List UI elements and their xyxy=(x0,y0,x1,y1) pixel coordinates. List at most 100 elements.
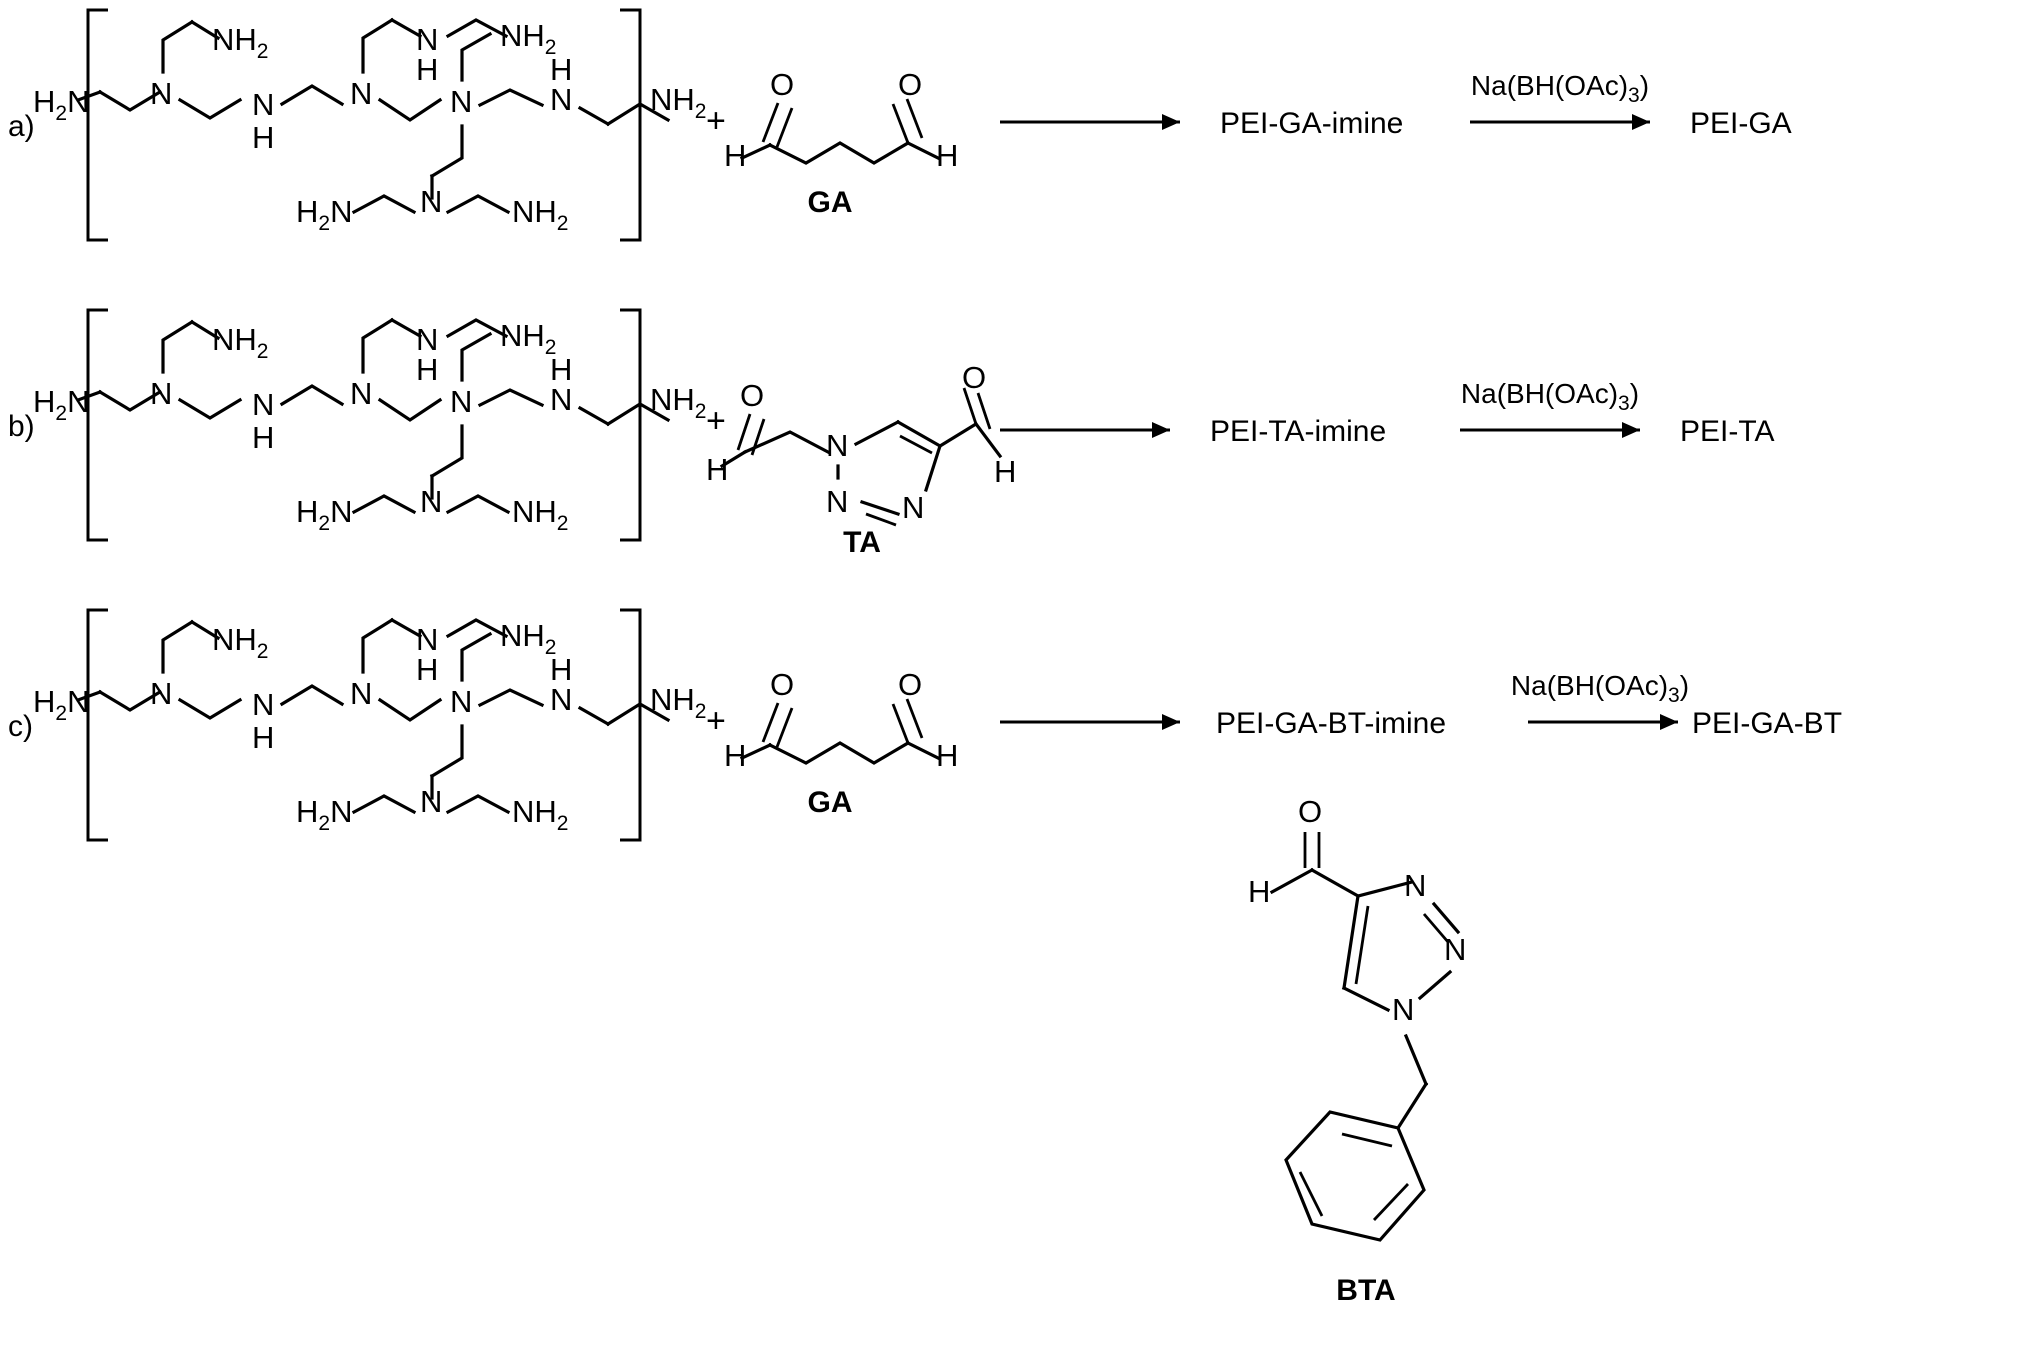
label-ga-c: GA xyxy=(808,786,853,819)
atom-h2n-left-b: H2N xyxy=(33,384,89,425)
atom-nh2-bottom-b: NH2 xyxy=(512,494,568,535)
bond-n3-up xyxy=(460,31,493,82)
bond-ga-chain xyxy=(767,140,911,165)
bracket-left-c xyxy=(86,608,108,842)
atom-h-ga-right: H xyxy=(936,138,958,173)
atom-nh-2-c: N xyxy=(416,622,438,657)
atom-n-1: N xyxy=(150,76,172,111)
ring-benzene-bta xyxy=(1284,1110,1426,1242)
bracket-left-b xyxy=(86,308,108,542)
bond-bta-n2-n1 xyxy=(1417,969,1453,1001)
panel-a-label: a) xyxy=(8,110,35,143)
arrow-2-head-a xyxy=(1632,114,1650,130)
atom-n-2-c: N xyxy=(350,676,372,711)
atom-nh2-bottom-c: NH2 xyxy=(512,794,568,835)
atom-o-ga-left-c: O xyxy=(770,667,794,702)
atom-nh2-1: NH2 xyxy=(212,22,268,63)
bond-nh1-right xyxy=(279,84,345,107)
atom-n-3-b: N xyxy=(450,384,472,419)
bond-ta-c4-cho xyxy=(937,421,979,449)
bracket-left xyxy=(86,8,108,242)
atom-o-bta: O xyxy=(1298,794,1322,829)
bond-n4-right xyxy=(445,194,511,215)
bond-ta-c5-c4 xyxy=(895,419,943,449)
product-label-c: PEI-GA-BT xyxy=(1692,707,1842,740)
bond-benzene-inner-3 xyxy=(1372,1183,1410,1221)
bond-ga-co-left-2 xyxy=(775,107,794,148)
atom-nh-3-c: N xyxy=(550,682,572,717)
atom-n-3-c: N xyxy=(450,684,472,719)
bond-ga-ch-right xyxy=(905,140,941,161)
bond-bta-n3-n2-inner xyxy=(1422,913,1450,943)
atom-h-ta-right: H xyxy=(994,454,1016,489)
atom-nh-1-c: N xyxy=(252,687,274,722)
arrow-1-head-a xyxy=(1162,114,1180,130)
atom-h-ga-left-c: H xyxy=(724,738,746,773)
bond-n4-left xyxy=(351,194,417,215)
bond-n3-right xyxy=(477,88,545,108)
plus-sign-a: + xyxy=(706,102,726,140)
bond-bta-c-h xyxy=(1269,867,1315,895)
atom-n-1-b: N xyxy=(150,376,172,411)
arrow-1-head-b xyxy=(1152,422,1170,438)
intermediate-label-a: PEI-GA-imine xyxy=(1220,107,1403,140)
bond-terminal-right xyxy=(605,102,671,127)
atom-nh2-2-c: NH2 xyxy=(500,618,556,659)
atom-nh-2-h-b: H xyxy=(416,352,438,387)
atom-n-2-b: N xyxy=(350,376,372,411)
bond-bta-c5-c4 xyxy=(1342,894,1360,990)
panel-b-label: b) xyxy=(8,410,35,443)
bond-bta-n1-ch2 xyxy=(1403,1033,1429,1087)
bond-bta-n3-n2 xyxy=(1431,901,1461,935)
label-ta-b: TA xyxy=(843,526,881,559)
atom-n-4: N xyxy=(420,184,442,219)
atom-nh-3-h-b: H xyxy=(550,352,572,387)
atom-n3-bta: N xyxy=(1404,868,1426,903)
label-bta-c: BTA xyxy=(1336,1274,1395,1307)
atom-nh2-right-b: NH2 xyxy=(650,382,706,423)
atom-nh-3-h: H xyxy=(550,52,572,87)
atom-h2n-bottom-c: H2N xyxy=(296,794,352,835)
label-ga-a: GA xyxy=(808,186,853,219)
atom-nh-3: N xyxy=(550,82,572,117)
atom-nh-1: N xyxy=(252,87,274,122)
reducing-agent-c: Na(BH(OAc)3) xyxy=(1511,670,1689,707)
bond-ta-cho-h xyxy=(973,421,1003,459)
atom-nh-1-h: H xyxy=(252,120,274,155)
bond-ta-c4-n3 xyxy=(923,443,943,493)
atom-nh-1-h-b: H xyxy=(252,420,274,455)
atom-nh-1-b: N xyxy=(252,387,274,422)
bond-bta-c-c4 xyxy=(1309,867,1361,899)
bond-chain-a1 xyxy=(97,89,163,112)
arrow-1-head-c xyxy=(1162,714,1180,730)
bond-ga-co-right-2 xyxy=(905,98,924,139)
atom-h-ga-right-c: H xyxy=(936,738,958,773)
arrow-2-head-c xyxy=(1660,714,1678,730)
atom-o-ga-right-c: O xyxy=(898,667,922,702)
bond-ta-n3-n2-inner xyxy=(865,512,897,527)
atom-nh2-1-b: NH2 xyxy=(212,322,268,363)
atom-o-ta-left: O xyxy=(740,378,764,413)
arrow-2-head-b xyxy=(1622,422,1640,438)
panel-a: a) H2N N NH2 N H N N H NH2 N xyxy=(0,0,2025,285)
bond-ta-c5-c4-inner xyxy=(899,434,933,455)
atom-nh-2: N xyxy=(416,22,438,57)
bond-nh2-chain xyxy=(445,18,509,39)
atom-nh2-1-c: NH2 xyxy=(212,622,268,663)
bond-n1-up2 xyxy=(189,19,221,41)
atom-o-ga-right: O xyxy=(898,67,922,102)
bond-bta-n1-c5 xyxy=(1341,985,1391,1013)
plus-sign-c: + xyxy=(706,702,726,740)
bracket-right-b xyxy=(620,308,642,542)
atom-h-bta: H xyxy=(1248,874,1270,909)
panel-b-structure: H2N N NH2 N H N N H NH2 N N H N H2N NH2 … xyxy=(33,308,1774,559)
reducing-agent-b: Na(BH(OAc)3) xyxy=(1461,378,1639,415)
atom-n-2: N xyxy=(350,76,372,111)
panel-b: b) H2N N NH2 N H N N H NH2 N N H N H2N N… xyxy=(0,300,2025,585)
intermediate-label-c: PEI-GA-BT-imine xyxy=(1216,707,1446,740)
bond-bta-ch2-ph xyxy=(1395,1081,1429,1131)
bond-nh3-right xyxy=(577,105,611,127)
panel-a-structure: H2N N NH2 N H N N H NH2 N N H xyxy=(33,8,1792,242)
atom-n-4-b: N xyxy=(420,484,442,519)
intermediate-label-b: PEI-TA-imine xyxy=(1210,415,1386,448)
